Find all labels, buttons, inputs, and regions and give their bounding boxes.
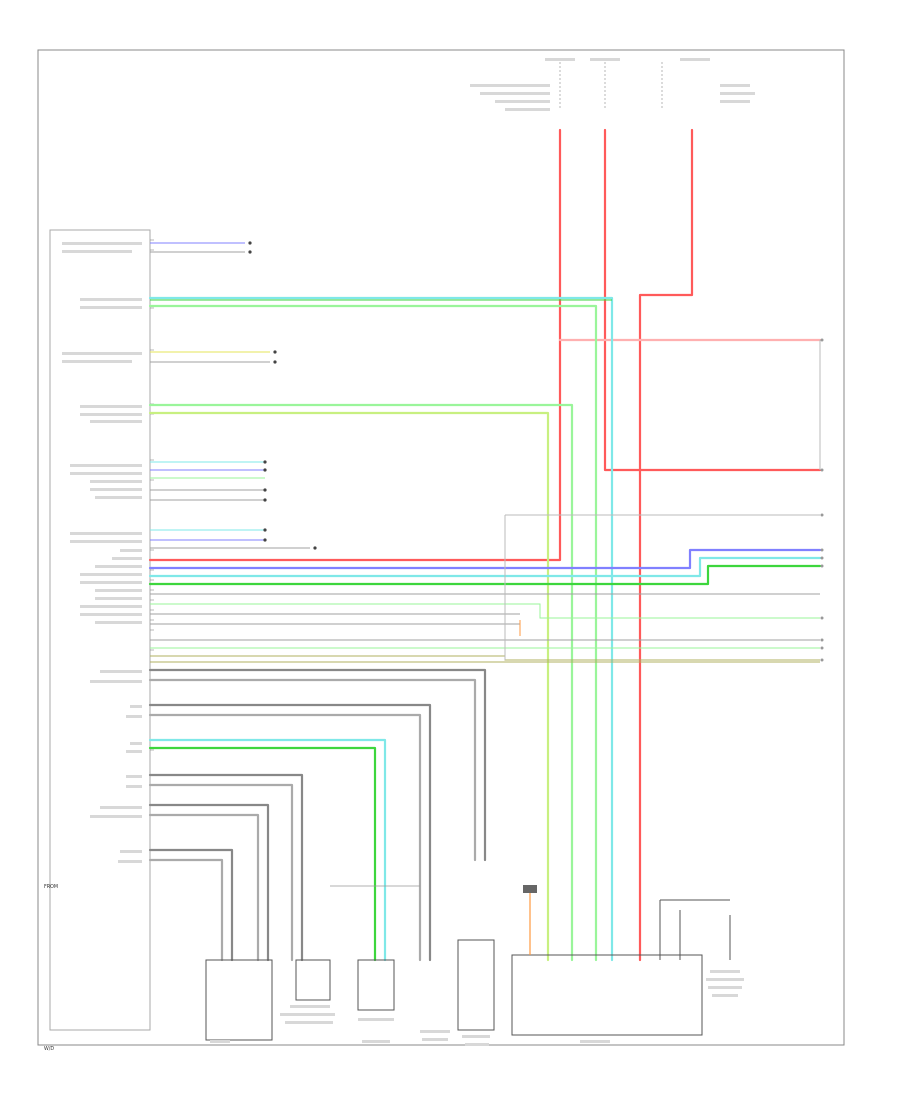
diagram-frame	[37, 49, 845, 1046]
right-edge-wires	[148, 340, 822, 663]
lower-gray-wires	[148, 668, 487, 962]
bottom-components	[205, 885, 731, 1041]
bottom-caption-placeholders	[210, 970, 744, 1046]
left-module-block	[49, 229, 151, 1031]
component-box-5	[511, 954, 703, 1036]
green-signal-wires	[148, 403, 574, 962]
red-power-wires	[148, 128, 822, 962]
component-box-4	[457, 939, 495, 1031]
data-bus-wires	[150, 461, 310, 549]
component-box-2	[295, 959, 331, 1001]
left-pin-ticks	[150, 239, 154, 861]
splice-dots	[248, 241, 317, 550]
component-box-3	[357, 959, 395, 1011]
top-power-sources	[470, 58, 755, 111]
footer-left-label: W/D	[44, 1046, 54, 1052]
right-terminals	[820, 338, 824, 662]
short-left-wires	[150, 242, 270, 363]
component-box-1	[205, 959, 273, 1041]
left-label-placeholders	[62, 242, 142, 863]
frame-label-left: FROM	[44, 884, 58, 890]
cyan-green-wires	[148, 296, 614, 962]
